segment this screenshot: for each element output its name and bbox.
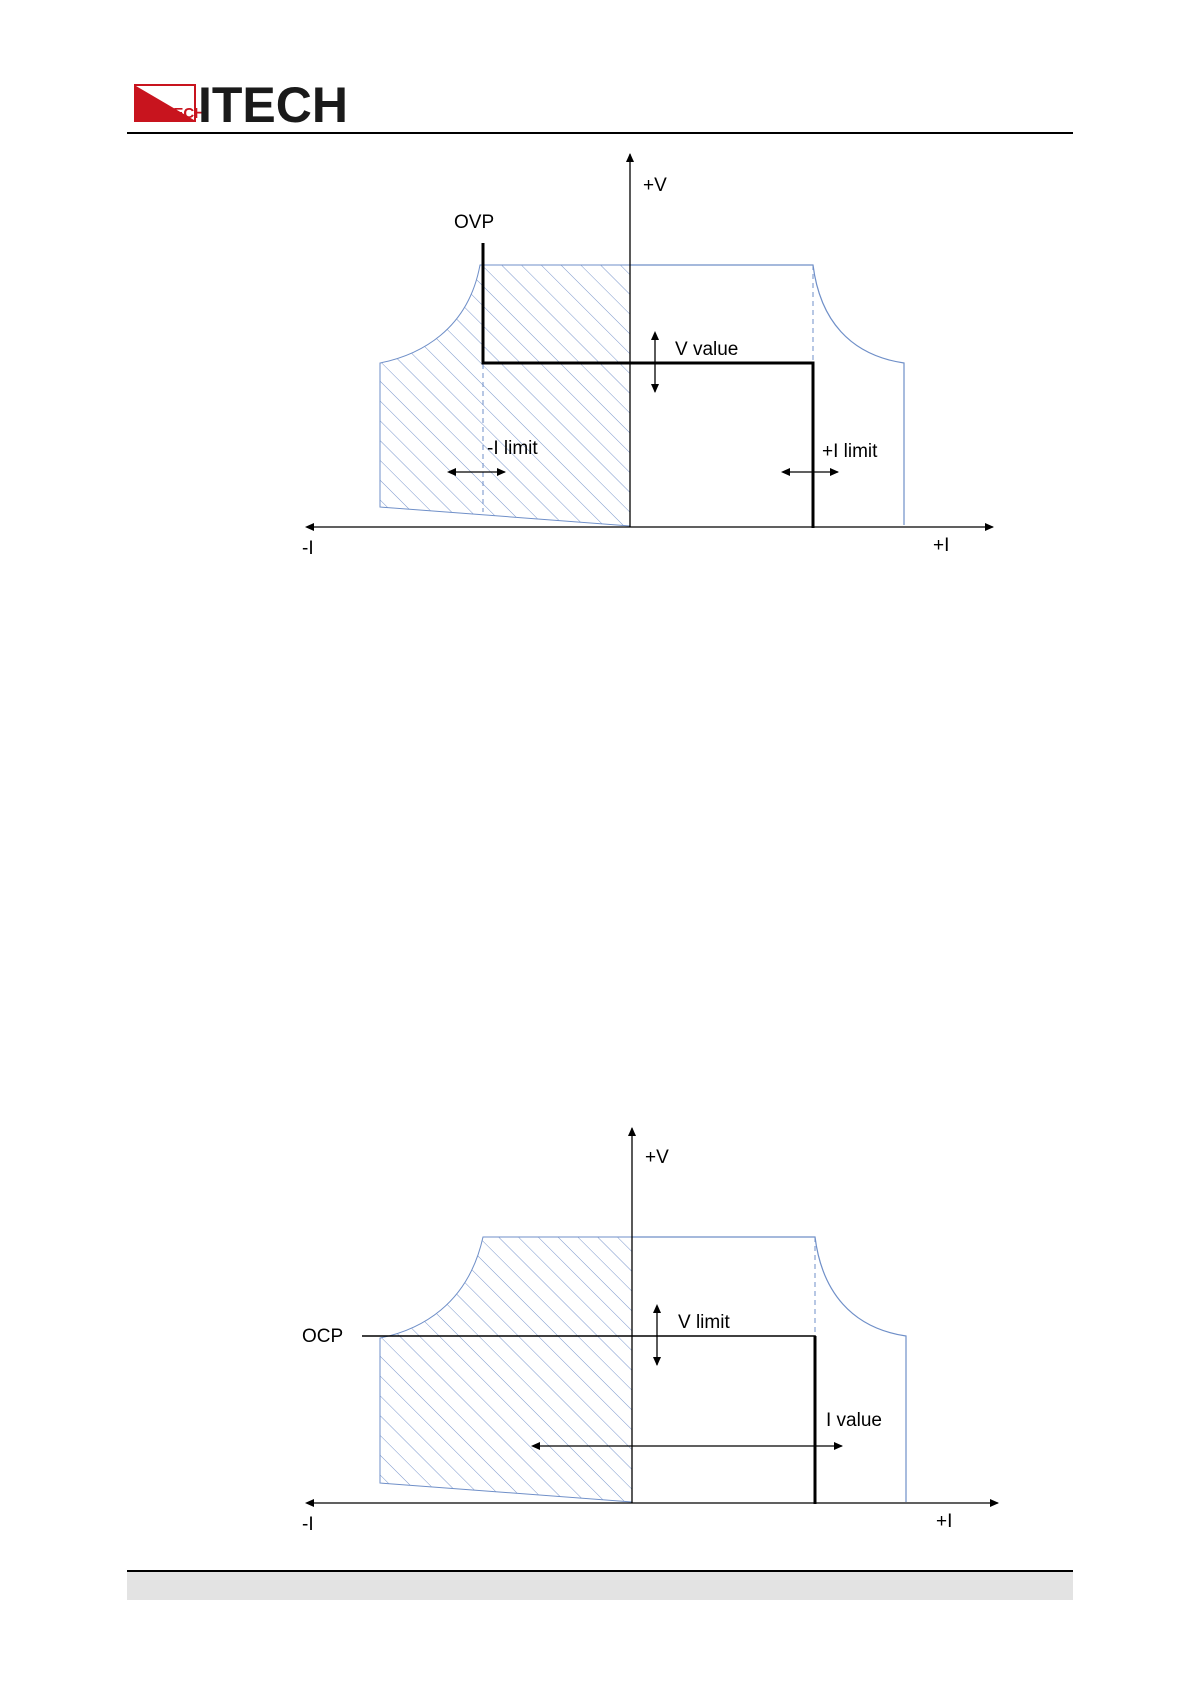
v-value-label: V value <box>675 339 738 360</box>
hatched-region <box>380 1237 632 1502</box>
pos-limit-label: +I limit <box>822 441 878 462</box>
figure2-svg: +V OCP V limit I value -I +I <box>0 1115 1191 1545</box>
y-axis-label: +V <box>645 1147 669 1168</box>
logo-text: ITECH <box>198 80 348 126</box>
y-axis-label: +V <box>643 175 667 196</box>
ocp-label: OCP <box>302 1326 343 1347</box>
figure1-svg: +V OVP V value -I limit +I limit -I +I <box>0 140 1191 580</box>
operating-envelope <box>630 265 904 525</box>
i-value-label: I value <box>826 1410 882 1431</box>
footer-band <box>127 1572 1073 1600</box>
x-pos-label: +I <box>936 1511 952 1532</box>
header-rule <box>127 132 1073 134</box>
x-pos-label: +I <box>933 535 949 556</box>
x-neg-label: -I <box>302 538 314 559</box>
hatched-region <box>380 265 630 526</box>
v-limit-label: V limit <box>678 1312 730 1333</box>
x-neg-label: -I <box>302 1514 314 1535</box>
figure-voltage-priority: +V OVP V value -I limit +I limit -I +I <box>0 140 1191 580</box>
ovp-label: OVP <box>454 212 494 233</box>
operating-envelope <box>632 1237 906 1502</box>
itech-logo: ITECH ITECH <box>134 80 370 126</box>
neg-limit-label: -I limit <box>487 438 538 459</box>
figure-current-priority: +V OCP V limit I value -I +I <box>0 1115 1191 1545</box>
